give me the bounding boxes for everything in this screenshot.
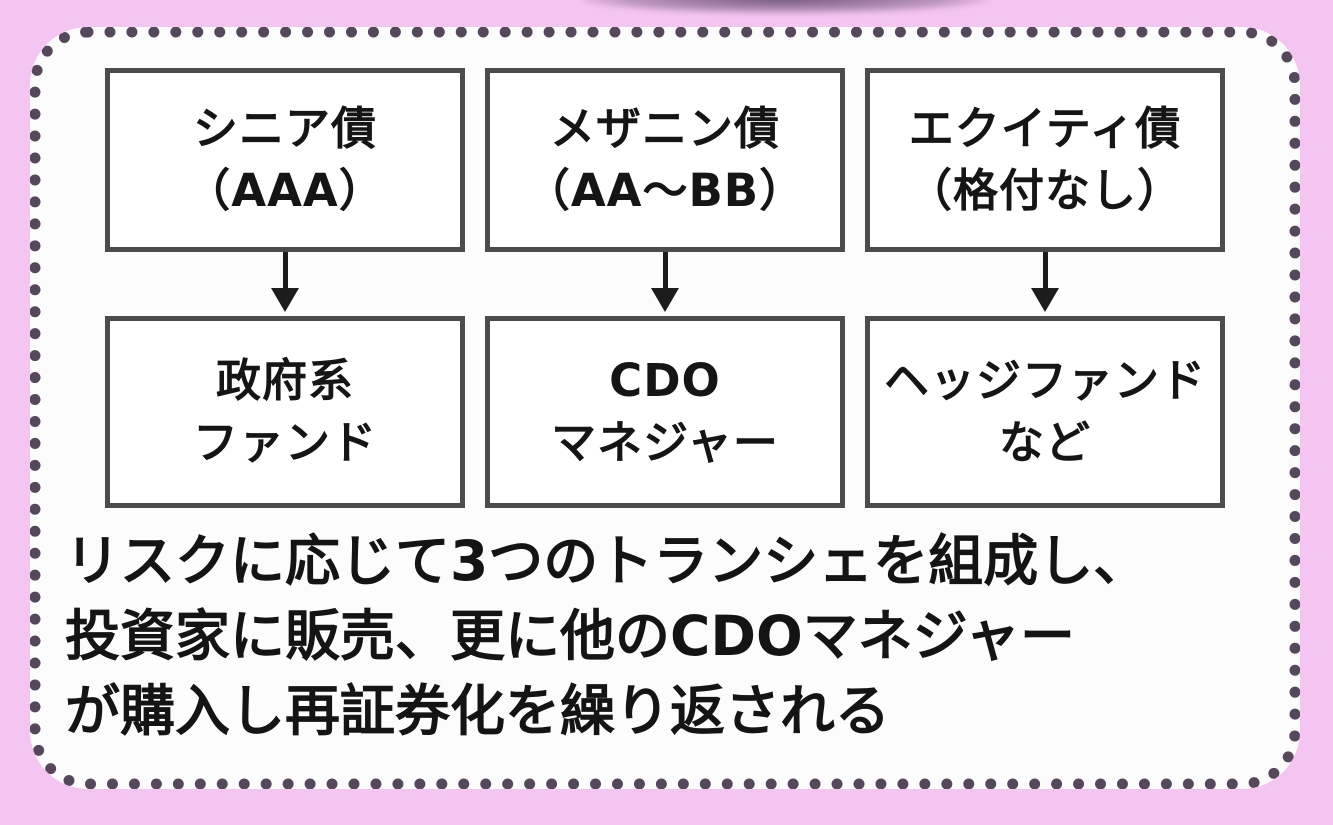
down-arrow-head-icon	[1031, 288, 1059, 312]
tranche-rating: （AAA）	[185, 164, 385, 217]
buyer-name-line: 政府系	[215, 354, 354, 407]
tranche-name: エクイティ債	[908, 102, 1182, 155]
tranche-name: シニア債	[192, 102, 377, 155]
tranche-box-equity: エクイティ債 （格付なし）	[865, 68, 1225, 252]
buyer-box-hedge-fund: ヘッジファンド など	[865, 316, 1225, 508]
cdo-tranche-diagram-panel: シニア債 （AAA） メザニン債 （AA～BB） エクイティ債 （格付なし）	[30, 27, 1300, 789]
caption-line-1: リスクに応じて3つのトランシェを組成し、	[65, 529, 1149, 593]
buyer-box-cdo-manager: CDO マネジャー	[485, 316, 845, 508]
tranche-name: メザニン債	[549, 102, 780, 155]
down-arrow-head-icon	[651, 288, 679, 312]
buyer-name-line: ファンド	[192, 416, 377, 469]
tranche-row: シニア債 （AAA） メザニン債 （AA～BB） エクイティ債 （格付なし）	[41, 68, 1289, 252]
caption-line-2: 投資家に販売、更に他のCDOマネジャー	[65, 604, 1076, 668]
down-arrow-line	[662, 252, 668, 290]
down-arrow-line	[282, 252, 288, 290]
buyer-row: 政府系 ファンド CDO マネジャー ヘッジファンド など	[41, 316, 1289, 508]
tranche-rating: （格付なし）	[906, 164, 1183, 217]
buyer-name-line: など	[998, 416, 1091, 469]
down-arrow-senior	[105, 252, 465, 316]
down-arrow-head-icon	[271, 288, 299, 312]
tranche-box-mezzanine: メザニン債 （AA～BB）	[485, 68, 845, 252]
down-arrow-mezzanine	[485, 252, 845, 316]
diagram-content: シニア債 （AAA） メザニン債 （AA～BB） エクイティ債 （格付なし）	[41, 38, 1289, 749]
buyer-name-line: CDO	[609, 354, 721, 407]
tranche-rating: （AA～BB）	[524, 164, 806, 217]
tranche-box-senior: シニア債 （AAA）	[105, 68, 465, 252]
caption-line-3: が購入し再証券化を繰り返される	[65, 679, 891, 743]
down-arrow-line	[1042, 252, 1048, 290]
diagram-caption: リスクに応じて3つのトランシェを組成し、 投資家に販売、更に他のCDOマネジャー…	[41, 524, 1289, 749]
buyer-name-line: ヘッジファンド	[883, 354, 1206, 407]
down-arrow-equity	[865, 252, 1225, 316]
buyer-name-line: マネジャー	[551, 416, 779, 469]
buyer-box-government-fund: 政府系 ファンド	[105, 316, 465, 508]
cropped-arrow-artifact	[580, 0, 990, 14]
arrows-row	[41, 252, 1289, 316]
